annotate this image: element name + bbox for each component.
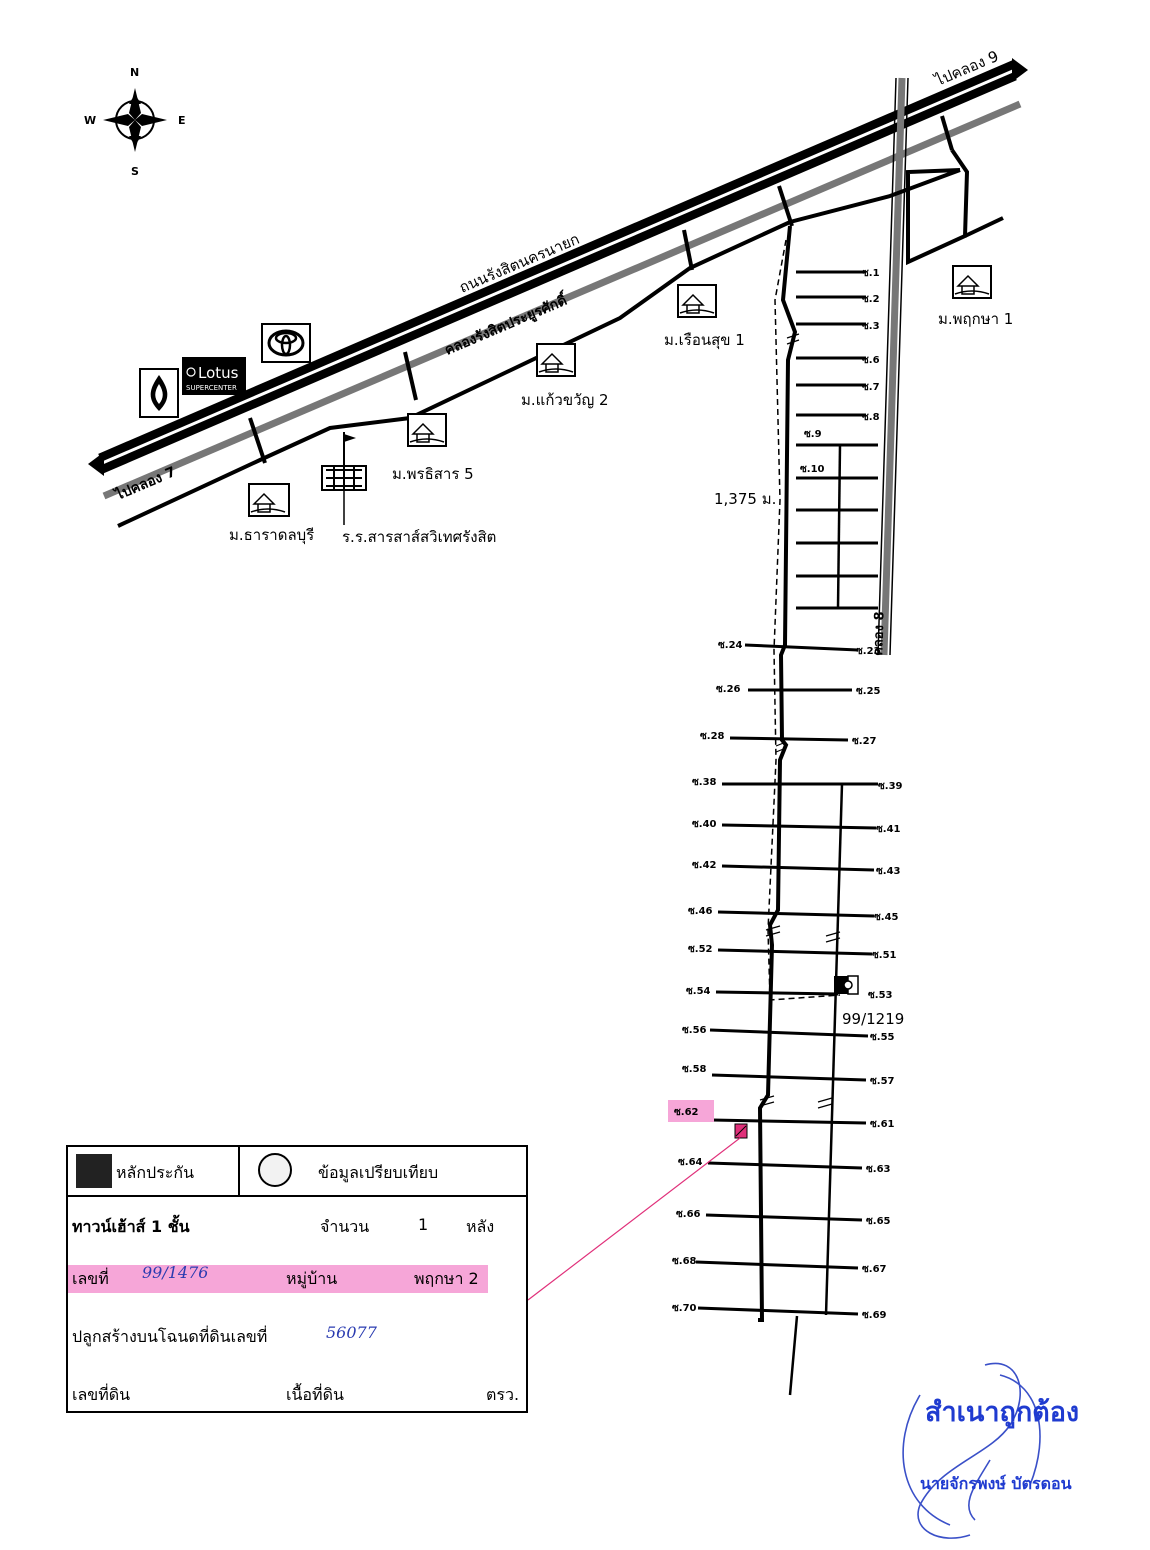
soi-label: ซ.53 — [868, 990, 893, 1001]
area-label: เนื้อที่ดิน — [286, 1385, 344, 1404]
certified-copy-stamp: สำเนาถูกต้อง — [925, 1397, 1080, 1428]
compass-n: N — [130, 66, 139, 79]
count-unit: หลัง — [466, 1217, 495, 1236]
lotus-logo-icon: Lotus SUPERCENTER — [182, 357, 246, 395]
compass-w: W — [84, 114, 96, 127]
soi-label: ซ.2 — [862, 294, 880, 305]
deed-label: ปลูกสร้างบนโฉนดที่ดินเลขที่ — [72, 1327, 268, 1346]
soi-label: ซ.24 — [718, 640, 743, 651]
soi-label: ซ.8 — [862, 412, 880, 423]
school-icon — [321, 432, 367, 525]
compass-e: E — [178, 114, 186, 127]
village-icon-pruksa1 — [952, 265, 992, 299]
soi-label: ซ.40 — [692, 819, 717, 830]
soi-label: ซ.7 — [862, 382, 880, 393]
village-icon-rueansuk1 — [677, 284, 717, 318]
soi-label: ซ.66 — [676, 1209, 701, 1220]
legend-collateral-label: หลักประกัน — [116, 1163, 195, 1182]
soi-label: ซ.68 — [672, 1256, 697, 1267]
soi-label: ซ.58 — [682, 1064, 707, 1075]
deed-value: 56077 — [326, 1323, 377, 1342]
soi-label: ซ.41 — [876, 824, 901, 835]
compass-s: S — [131, 165, 139, 178]
land-no-label: เลขที่ดิน — [72, 1385, 131, 1404]
soi-label: ซ.28 — [700, 731, 725, 742]
soi-label: ซ.52 — [688, 944, 713, 955]
comparable-swatch-icon — [258, 1153, 292, 1187]
place-school: ร.ร.สารสาส์สวิเทศรังสิต — [342, 528, 496, 546]
soi-label: ซ.26 — [716, 684, 741, 695]
soi-label: ซ.63 — [866, 1164, 891, 1175]
comparable-address-label: 99/1219 — [842, 1010, 904, 1028]
compass-icon — [103, 88, 167, 152]
soi-label: ซ.3 — [862, 321, 880, 332]
distance-label: 1,375 ม. — [714, 490, 776, 508]
area-unit: ตรว. — [486, 1385, 520, 1404]
soi-label: ซ.6 — [862, 355, 880, 366]
place-rueansuk1: ม.เรือนสุข 1 — [664, 331, 745, 350]
soi-label: ซ.56 — [682, 1025, 707, 1036]
soi-label: ซ.67 — [862, 1264, 887, 1275]
soi-label: ซ.42 — [692, 860, 717, 871]
soi-label: ซ.57 — [870, 1076, 895, 1087]
soi-label: ซ.64 — [678, 1157, 703, 1168]
main-road — [88, 58, 1028, 476]
collateral-leader-line — [527, 1137, 741, 1301]
soi-label: ซ.70 — [672, 1303, 697, 1314]
canal-line — [102, 100, 1022, 500]
soi-label: ซ.62 — [674, 1107, 699, 1118]
soi-label: ซ.27 — [852, 736, 877, 747]
number-highlight — [68, 1265, 488, 1293]
soi-label: ซ.51 — [872, 950, 897, 961]
khlong8-label: คลอง 8 — [871, 611, 888, 656]
soi-label: ซ.45 — [874, 912, 899, 923]
soi-label: ซ.55 — [870, 1032, 895, 1043]
soi-label: ซ.39 — [878, 781, 903, 792]
legend-comparable-label: ข้อมูลเปรียบเทียบ — [318, 1163, 439, 1182]
toyota-logo-icon — [261, 323, 311, 363]
soi-label: ซ.54 — [686, 986, 711, 997]
soi-label: ซ.10 — [800, 464, 825, 475]
soi-label: ซ.23 — [856, 646, 881, 657]
village-value: พฤกษา 2 — [414, 1269, 479, 1288]
khlong8-line — [880, 77, 906, 656]
number-label: เลขที่ — [72, 1269, 109, 1288]
to-khlong7-label: ไปคลอง 7 — [111, 462, 179, 504]
soi-label: ซ.1 — [862, 268, 880, 279]
legend-box: หลักประกัน ข้อมูลเปรียบเทียบ ทาวน์เฮ้าส์… — [66, 1145, 528, 1413]
collateral-marker-icon — [734, 1123, 748, 1139]
legend-header-row: หลักประกัน ข้อมูลเปรียบเทียบ — [68, 1147, 526, 1197]
count-value: 1 — [418, 1215, 429, 1234]
village-label: หมู่บ้าน — [286, 1269, 338, 1288]
collateral-swatch-icon — [76, 1154, 112, 1188]
signature-scribble-icon — [902, 1362, 1041, 1539]
comparable-house-icon — [834, 975, 859, 995]
soi-label: ซ.38 — [692, 777, 717, 788]
signer-name: นายจักรพงษ์ บัตรดอน — [920, 1474, 1072, 1493]
soi-label: ซ.61 — [870, 1119, 895, 1130]
village-icon-pornthisan5 — [407, 413, 447, 447]
place-kaewkwan2: ม.แก้วขวัญ 2 — [521, 391, 609, 409]
lotus-name: Lotus — [198, 364, 239, 382]
number-value: 99/1476 — [142, 1263, 209, 1282]
place-pornthisan5: ม.พรธิสาร 5 — [392, 465, 474, 483]
ptt-logo-icon — [139, 368, 179, 418]
soi-label: ซ.25 — [856, 686, 881, 697]
soi-label: ซ.9 — [804, 429, 822, 440]
village-icon-tharadonburi — [248, 483, 290, 517]
place-tharadonburi: ม.ธาราดลบุรี — [229, 526, 314, 545]
soi-label: ซ.69 — [862, 1310, 887, 1321]
lotus-sub: SUPERCENTER — [186, 384, 237, 392]
soi-label: ซ.46 — [688, 906, 713, 917]
village-icon-kaewkwan2 — [536, 343, 576, 377]
count-label: จำนวน — [320, 1217, 370, 1236]
soi-label: ซ.65 — [866, 1216, 891, 1227]
place-pruksa1: ม.พฤกษา 1 — [938, 310, 1013, 328]
access-road — [757, 225, 841, 1396]
property-type: ทาวน์เฮ้าส์ 1 ชั้น — [72, 1217, 190, 1236]
soi-label: ซ.43 — [876, 866, 901, 877]
